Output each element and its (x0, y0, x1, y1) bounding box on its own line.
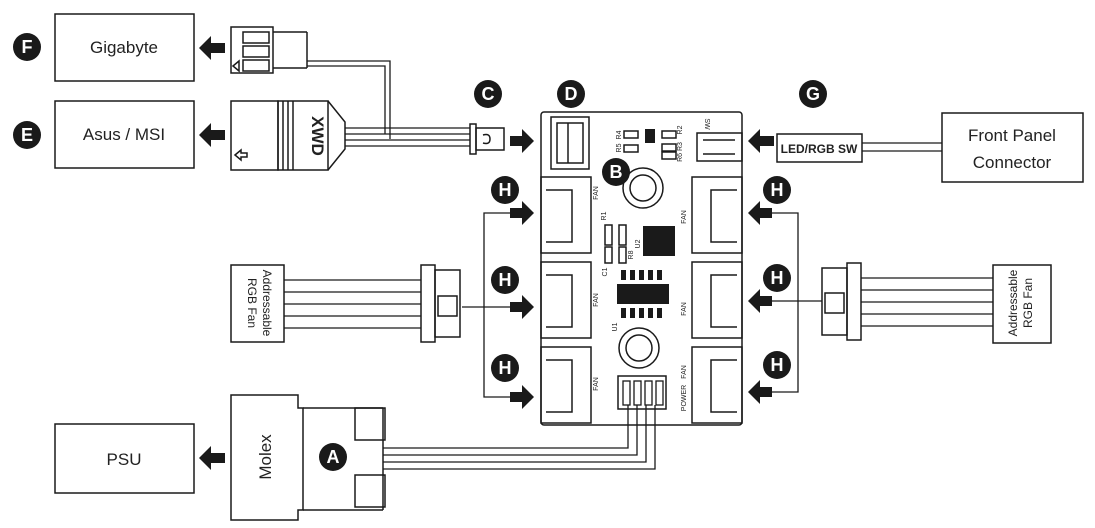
callout-e: E (21, 125, 33, 145)
led-rgb-sw-label: LED/RGB SW (781, 142, 858, 156)
callout-h-left-3: H (499, 358, 512, 378)
silk-u1: U1 (612, 322, 619, 331)
silk-power: POWER (681, 385, 688, 411)
callout-h-right-1-badge (763, 176, 791, 204)
c-connector (469, 123, 505, 155)
right-fan-plug (821, 262, 862, 341)
right-fan-label-box (992, 264, 1052, 344)
silk-u2: U2 (635, 239, 642, 248)
molex-cable (383, 405, 656, 470)
callout-g-badge (799, 80, 827, 108)
silk-r1: R1 (601, 211, 608, 220)
asus-msi-label: Asus / MSI (83, 125, 165, 144)
callout-h-left-1: H (499, 180, 512, 200)
callout-c: C (482, 84, 495, 104)
callout-h-right-2-badge (763, 264, 791, 292)
gigabyte-cable (307, 60, 391, 139)
silk-fan-r3: FAN (681, 365, 688, 379)
callout-c-badge (474, 80, 502, 108)
left-h-group (462, 201, 534, 409)
c-arrow (510, 129, 534, 153)
hub-chips (617, 129, 675, 318)
silk-r4: R4 (616, 130, 623, 139)
power-pins (622, 380, 664, 406)
left-fan-cable (284, 279, 421, 329)
g-arrow (748, 129, 774, 153)
xwd-connector (230, 100, 346, 171)
molex-connector (230, 394, 386, 521)
callout-e-badge (13, 121, 41, 149)
callout-h-right-3-badge (763, 351, 791, 379)
front-panel-label-2: Connector (973, 153, 1052, 172)
callout-b: B (610, 162, 623, 182)
hub-board (540, 111, 743, 426)
psu-arrow (199, 446, 225, 470)
right-fan-cable (861, 277, 993, 327)
callout-f: F (22, 37, 33, 57)
xwd-label: XWD (308, 116, 327, 156)
callout-h-right-3: H (771, 355, 784, 375)
gigabyte-label: Gigabyte (90, 38, 158, 57)
silk-fan-l2: FAN (593, 293, 600, 307)
callout-h-left-1-badge (491, 176, 519, 204)
led-rgb-sw-plug (776, 133, 863, 163)
silk-r2: R2 (677, 125, 684, 134)
silk-r8: R8 (628, 250, 635, 259)
front-panel-box (941, 112, 1084, 183)
asus-msi-box (54, 100, 195, 169)
callout-f-badge (13, 33, 41, 61)
psu-box (54, 423, 195, 494)
callout-h-right-2: H (771, 268, 784, 288)
molex-label: Molex (256, 434, 275, 480)
callout-h-left-2-badge (491, 266, 519, 294)
left-fan-label-2: RGB Fan (245, 278, 259, 328)
silk-fan-l3: FAN (593, 377, 600, 391)
silk-fan-l1: FAN (593, 186, 600, 200)
right-fan-label-2: RGB Fan (1021, 278, 1035, 328)
silk-fan-r2: FAN (681, 302, 688, 316)
callout-d-badge (557, 80, 585, 108)
callout-d: D (565, 84, 578, 104)
left-fan-plug (420, 264, 461, 343)
callout-h-left-3-badge (491, 354, 519, 382)
psu-label: PSU (107, 450, 142, 469)
right-h-group (748, 201, 822, 404)
callout-b-badge (602, 158, 630, 186)
gigabyte-arrow (199, 36, 225, 60)
callout-a-badge (319, 443, 347, 471)
callout-g: G (806, 84, 820, 104)
silk-r5: R5 (616, 143, 623, 152)
left-fan-label-1: Addressable (260, 270, 274, 337)
silk-sw: SW (703, 118, 710, 130)
silk-fan-r1: FAN (681, 210, 688, 224)
gigabyte-box (54, 13, 195, 82)
front-panel-label-1: Front Panel (968, 126, 1056, 145)
front-panel-cable (862, 142, 942, 152)
gigabyte-connector (230, 26, 308, 74)
callout-a: A (327, 447, 340, 467)
callout-h-left-2: H (499, 270, 512, 290)
silk-r6r3: R6 R3 (677, 142, 684, 162)
callout-h-right-1: H (771, 180, 784, 200)
asus-msi-arrow (199, 123, 225, 147)
silk-c1: C1 (602, 267, 609, 276)
xwd-cable (345, 127, 470, 147)
right-fan-label-1: Addressable (1006, 269, 1020, 336)
